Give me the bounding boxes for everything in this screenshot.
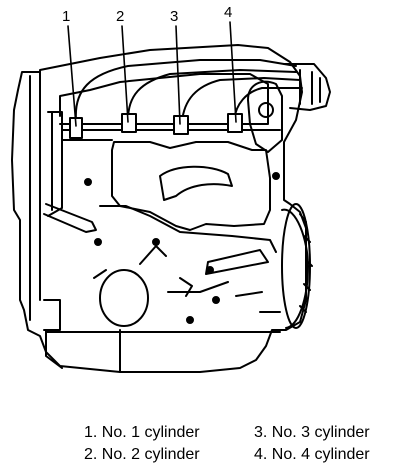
distributor-housing [247, 80, 283, 153]
distributor-cap-hole [258, 102, 274, 118]
plug-boot-3 [173, 115, 189, 135]
legend-item-3: 3. No. 3 cylinder [254, 424, 370, 441]
callout-1: 1 [62, 8, 71, 25]
leader-line-3 [175, 25, 181, 125]
bolt [152, 238, 160, 246]
pulley-ribs [299, 213, 313, 313]
plug-wire-2 [127, 69, 297, 121]
manifold-runner [99, 205, 277, 253]
oil-filter [99, 269, 149, 327]
mount-lines [93, 269, 263, 297]
engine-block-outline [11, 44, 307, 373]
plug-wire-3 [181, 77, 301, 123]
engine-drawing [11, 21, 331, 373]
valve-cover [59, 73, 269, 125]
dipstick-tube [47, 111, 63, 217]
legend-item-2: 2. No. 2 cylinder [84, 446, 200, 463]
plug-boot-2 [121, 113, 137, 133]
crank-pulley [281, 203, 311, 329]
block-left-wall [29, 71, 61, 331]
bolt [186, 316, 194, 324]
crank-pulley-rim [281, 208, 309, 329]
leader-line-4 [229, 21, 237, 123]
callout-2: 2 [116, 8, 125, 25]
dipstick-handle [43, 203, 97, 233]
intake-manifold [111, 141, 271, 231]
bolt [272, 172, 280, 180]
intake-port-curve [159, 165, 233, 201]
legend-item-1: 1. No. 1 cylinder [84, 424, 200, 441]
leader-line-2 [121, 25, 129, 123]
callout-3: 3 [170, 8, 179, 25]
bolt [94, 238, 102, 246]
bolt [212, 296, 220, 304]
leader-line-1 [67, 25, 77, 127]
plug-wire-1 [74, 59, 297, 121]
head-gasket-line [61, 129, 281, 141]
legend-item-4: 4. No. 4 cylinder [254, 446, 370, 463]
bracket [139, 245, 269, 293]
oil-pan [45, 311, 281, 373]
callout-4: 4 [224, 4, 233, 21]
ignition-coil [283, 63, 331, 111]
bolt [84, 178, 92, 186]
